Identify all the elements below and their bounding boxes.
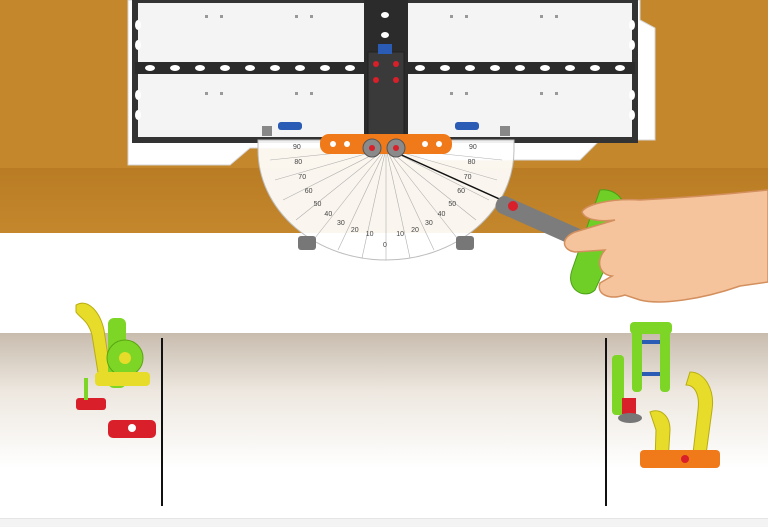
protractor-tick-label: 90: [293, 144, 301, 151]
protractor-tick-label: 10: [396, 230, 405, 238]
catapult-model-icon: [75, 302, 156, 438]
protractor-tick-label: 80: [467, 159, 476, 167]
left-divider-line: [161, 338, 163, 506]
frame-model-icon: [612, 322, 720, 468]
building-board-icon: [127, 0, 656, 166]
protractor-tick-label: 90: [469, 144, 477, 151]
protractor-tick-label: 40: [324, 211, 333, 219]
right-divider-line: [605, 338, 607, 506]
protractor-tick-label: 30: [337, 220, 345, 228]
protractor-tick-label: 50: [448, 200, 457, 208]
protractor-tick-label: 40: [437, 211, 446, 219]
protractor-tick-label: 20: [350, 226, 359, 234]
protractor-tick-label: 10: [365, 230, 374, 238]
floor-edge: [0, 518, 768, 527]
protractor-tick-label: 70: [463, 174, 472, 182]
protractor-tick-label: 50: [313, 200, 322, 208]
protractor-zero-label: 0: [383, 242, 387, 249]
pivot-beam: [320, 134, 452, 158]
protractor-tick-label: 20: [411, 226, 419, 234]
protractor: [257, 126, 516, 261]
protractor-tick-label: 30: [425, 220, 433, 228]
protractor-tick-label: 80: [294, 159, 303, 167]
protractor-tick-label: 60: [304, 188, 313, 195]
protractor-tick-label: 70: [298, 174, 307, 182]
hand-icon: [563, 189, 768, 303]
protractor-tick-label: 60: [457, 188, 465, 195]
